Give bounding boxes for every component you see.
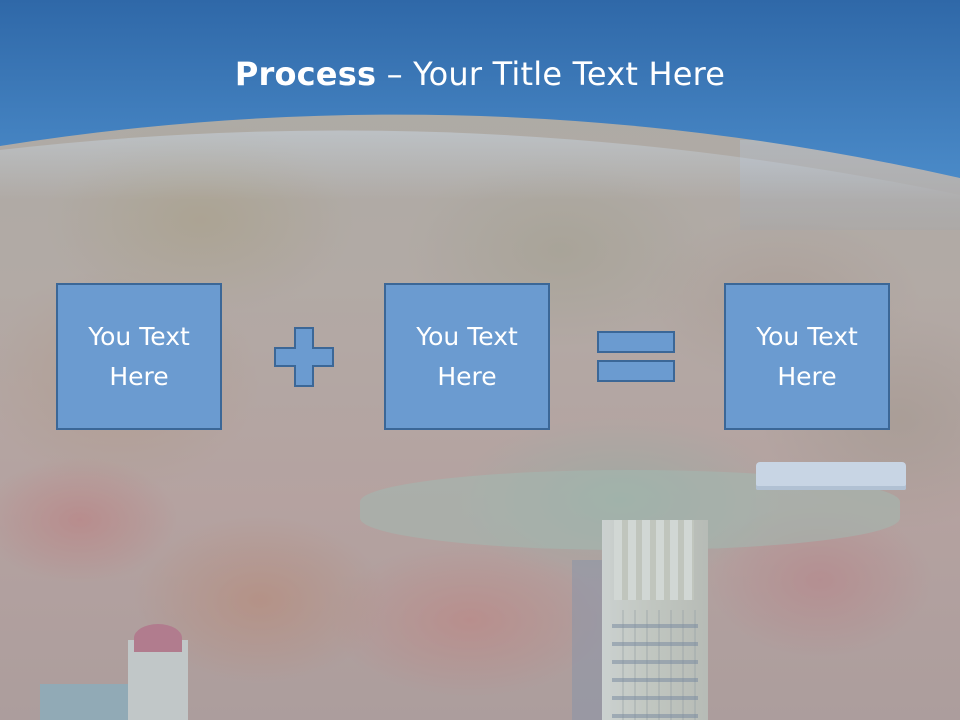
header-band (0, 0, 960, 200)
process-box-2-line-2: Here (437, 361, 497, 391)
background-white-tent (756, 462, 906, 490)
process-box-2-text: You Text Here (392, 317, 542, 397)
slide-title-rest: – Your Title Text Here (376, 55, 726, 93)
process-box-1-line-1: You Text (88, 321, 190, 351)
process-box-3-line-1: You Text (756, 321, 858, 351)
header-curve (0, 0, 960, 200)
slide-title-bold: Process (234, 55, 377, 93)
background-tower-windows (612, 610, 698, 720)
process-box-1[interactable]: You Text Here (56, 283, 222, 430)
process-box-1-line-2: Here (109, 361, 169, 391)
process-box-2[interactable]: You Text Here (384, 283, 550, 430)
equals-icon (597, 331, 677, 383)
background-dome (134, 624, 182, 652)
background-low-building (40, 684, 130, 720)
process-box-1-text: You Text Here (64, 317, 214, 397)
process-box-3-line-2: Here (777, 361, 837, 391)
plus-icon (274, 327, 334, 387)
process-box-3-text: You Text Here (732, 317, 882, 397)
background-tower-crown (614, 520, 694, 600)
slide-title: Process – Your Title Text Here (0, 52, 960, 96)
process-box-3[interactable]: You Text Here (724, 283, 890, 430)
background-dome-building (128, 640, 188, 720)
process-box-2-line-1: You Text (416, 321, 518, 351)
